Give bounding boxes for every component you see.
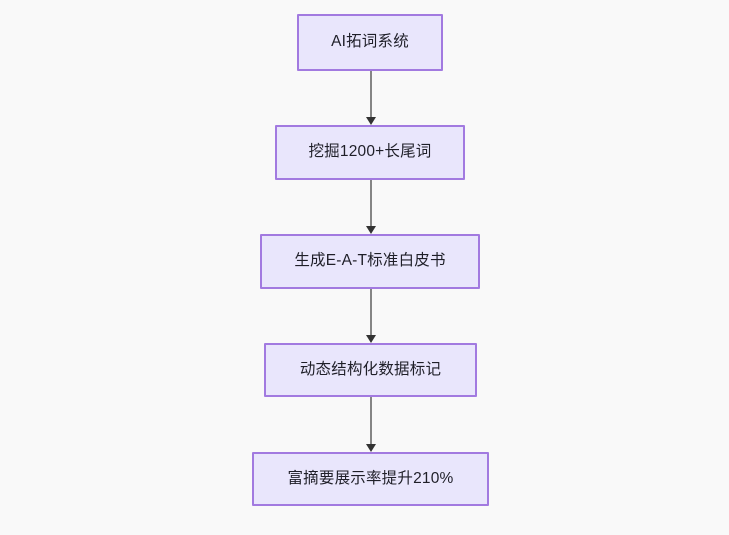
arrowhead-icon — [366, 117, 376, 125]
edge-line — [370, 180, 372, 226]
flow-node-generate-eat-whitepaper[interactable]: 生成E-A-T标准白皮书 — [260, 234, 480, 289]
arrowhead-icon — [366, 444, 376, 452]
flow-node-label: AI拓词系统 — [331, 33, 409, 51]
flow-node-label: 挖掘1200+长尾词 — [308, 143, 432, 161]
edge-line — [370, 397, 372, 444]
flow-node-ai-keyword-system[interactable]: AI拓词系统 — [297, 14, 443, 71]
flow-node-label: 生成E-A-T标准白皮书 — [294, 252, 446, 270]
flow-node-label: 动态结构化数据标记 — [299, 360, 442, 378]
arrowhead-icon — [366, 335, 376, 343]
flow-node-rich-snippet-impression-uplift[interactable]: 富摘要展示率提升210% — [252, 452, 489, 506]
flow-node-label: 富摘要展示率提升210% — [287, 469, 454, 487]
edge-line — [370, 289, 372, 335]
arrowhead-icon — [366, 226, 376, 234]
edge-line — [370, 71, 372, 117]
flow-node-mine-longtail-keywords[interactable]: 挖掘1200+长尾词 — [275, 125, 465, 180]
flow-node-dynamic-structured-data-markup[interactable]: 动态结构化数据标记 — [264, 343, 477, 397]
